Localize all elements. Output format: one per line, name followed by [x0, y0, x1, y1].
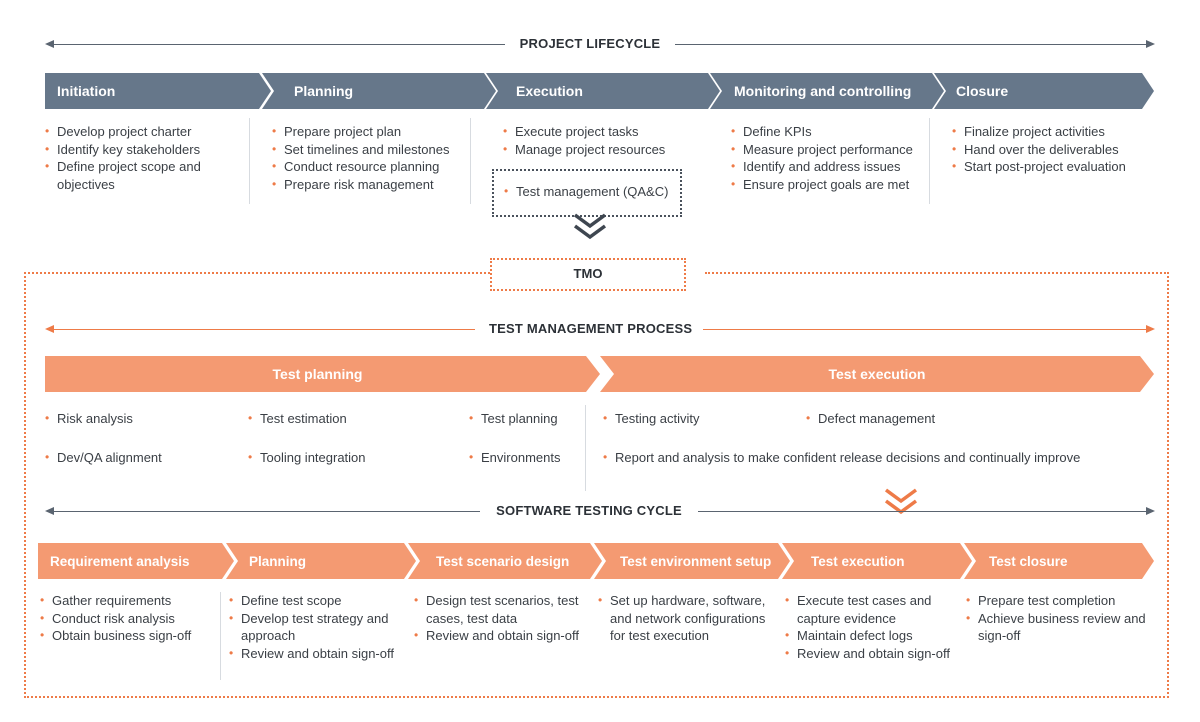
planning-list: Prepare project plan Set timelines and m…: [272, 123, 472, 193]
list-item: Ensure project goals are met: [731, 176, 931, 194]
list-item: Review and obtain sign-off: [414, 627, 584, 645]
double-chevron-down-icon: [884, 488, 918, 515]
phase-label: Requirement analysis: [50, 553, 190, 569]
list-item: Tooling integration: [248, 450, 366, 465]
list-item: Manage project resources: [503, 141, 703, 159]
phase-monitoring: Monitoring and controlling: [710, 73, 944, 109]
arrow-left-icon: [45, 507, 54, 515]
list-item: Start post-project evaluation: [952, 158, 1162, 176]
divider: [220, 592, 221, 680]
phase-label: Planning: [294, 83, 354, 99]
phase-label: Test environment setup: [620, 553, 772, 569]
phase-label: Test scenario design: [436, 553, 570, 569]
software-testing-cycle-title: SOFTWARE TESTING CYCLE: [480, 503, 698, 518]
double-chevron-down-icon: [573, 213, 607, 240]
list-item: Execute project tasks: [503, 123, 703, 141]
list-item: Set timelines and milestones: [272, 141, 472, 159]
list-item: Dev/QA alignment: [45, 450, 162, 465]
tmo-container-top-left: [24, 272, 490, 274]
arrow-left-icon: [45, 325, 54, 333]
list-item: Review and obtain sign-off: [229, 645, 411, 663]
tmo-container-top-right: [705, 272, 1169, 274]
test-management-highlight-box: [492, 169, 682, 217]
test-management-process-title: TEST MANAGEMENT PROCESS: [475, 321, 703, 336]
list-item: Conduct resource planning: [272, 158, 472, 176]
tmo-label-box: [490, 258, 686, 291]
requirement-analysis-list: Gather requirements Conduct risk analysi…: [40, 592, 220, 645]
phase-test-execution-cycle: Test execution: [782, 543, 972, 579]
list-item: Define test scope: [229, 592, 411, 610]
list-item: Develop test strategy and approach: [229, 610, 411, 645]
arrow-left-icon: [45, 40, 54, 48]
phase-label: Test execution: [828, 366, 926, 382]
divider: [585, 405, 586, 491]
divider: [249, 118, 250, 204]
phase-planning: Planning: [262, 73, 496, 109]
arrow-right-icon: [1146, 40, 1155, 48]
list-item: Test estimation: [248, 411, 347, 426]
arrow-right-icon: [1146, 325, 1155, 333]
list-item: Maintain defect logs: [785, 627, 965, 645]
phase-execution: Execution: [486, 73, 720, 109]
test-execution-cycle-list: Execute test cases and capture evidence …: [785, 592, 965, 662]
phase-initiation: Initiation: [45, 73, 271, 109]
tmo-container: [24, 272, 1169, 698]
divider: [929, 118, 930, 204]
initiation-list: Develop project charter Identify key sta…: [45, 123, 245, 193]
monitoring-list: Define KPIs Measure project performance …: [731, 123, 931, 193]
list-item: Measure project performance: [731, 141, 931, 159]
phase-label: Planning: [249, 553, 306, 569]
list-item: Achieve business review and sign-off: [966, 610, 1146, 645]
test-closure-list: Prepare test completion Achieve business…: [966, 592, 1146, 645]
phase-label: Execution: [516, 83, 583, 99]
list-item: Finalize project activities: [952, 123, 1162, 141]
list-item: Test planning: [469, 411, 558, 426]
phase-label: Test closure: [989, 553, 1068, 569]
list-item: Prepare risk management: [272, 176, 472, 194]
planning-cycle-list: Define test scope Develop test strategy …: [229, 592, 411, 662]
phase-label: Closure: [956, 83, 1009, 99]
divider: [470, 118, 471, 204]
list-item: Prepare project plan: [272, 123, 472, 141]
list-item: Identify and address issues: [731, 158, 931, 176]
list-item: Testing activity: [603, 411, 700, 426]
list-item: Define KPIs: [731, 123, 931, 141]
test-management-item: Test management (QA&C): [504, 184, 668, 199]
list-item: Design test scenarios, test cases, test …: [414, 592, 584, 627]
list-item: Review and obtain sign-off: [785, 645, 965, 663]
test-scenario-design-list: Design test scenarios, test cases, test …: [414, 592, 584, 645]
test-environment-setup-list: Set up hardware, software, and network c…: [598, 592, 778, 645]
list-item: Develop project charter: [45, 123, 245, 141]
phase-test-scenario-design: Test scenario design: [408, 543, 602, 579]
list-item: Report and analysis to make confident re…: [603, 450, 1080, 465]
list-item: Defect management: [806, 411, 935, 426]
list-item: Obtain business sign-off: [40, 627, 220, 645]
phase-requirement-analysis: Requirement analysis: [38, 543, 234, 579]
phase-closure: Closure: [934, 73, 1154, 109]
list-item: Identify key stakeholders: [45, 141, 245, 159]
list-item: Define project scope and objectives: [45, 158, 245, 193]
list-item: Execute test cases and capture evidence: [785, 592, 965, 627]
list-item: Prepare test completion: [966, 592, 1146, 610]
phase-test-closure: Test closure: [964, 543, 1154, 579]
phase-test-execution: Test execution: [600, 356, 1154, 392]
phase-test-planning: Test planning: [45, 356, 600, 392]
list-item: Set up hardware, software, and network c…: [598, 592, 778, 645]
project-lifecycle-title: PROJECT LIFECYCLE: [505, 36, 675, 51]
list-item: Gather requirements: [40, 592, 220, 610]
list-item: Environments: [469, 450, 560, 465]
phase-test-environment-setup: Test environment setup: [594, 543, 790, 579]
phase-label: Test planning: [272, 366, 363, 382]
arrow-right-icon: [1146, 507, 1155, 515]
phase-label: Test execution: [811, 553, 905, 569]
closure-list: Finalize project activities Hand over th…: [952, 123, 1162, 176]
phase-label: Monitoring and controlling: [734, 83, 912, 99]
list-item: Hand over the deliverables: [952, 141, 1162, 159]
tmo-label: TMO: [573, 266, 603, 281]
execution-list: Execute project tasks Manage project res…: [503, 123, 703, 158]
list-item: Conduct risk analysis: [40, 610, 220, 628]
phase-label: Initiation: [57, 83, 116, 99]
phase-planning-cycle: Planning: [226, 543, 416, 579]
list-item: Risk analysis: [45, 411, 133, 426]
